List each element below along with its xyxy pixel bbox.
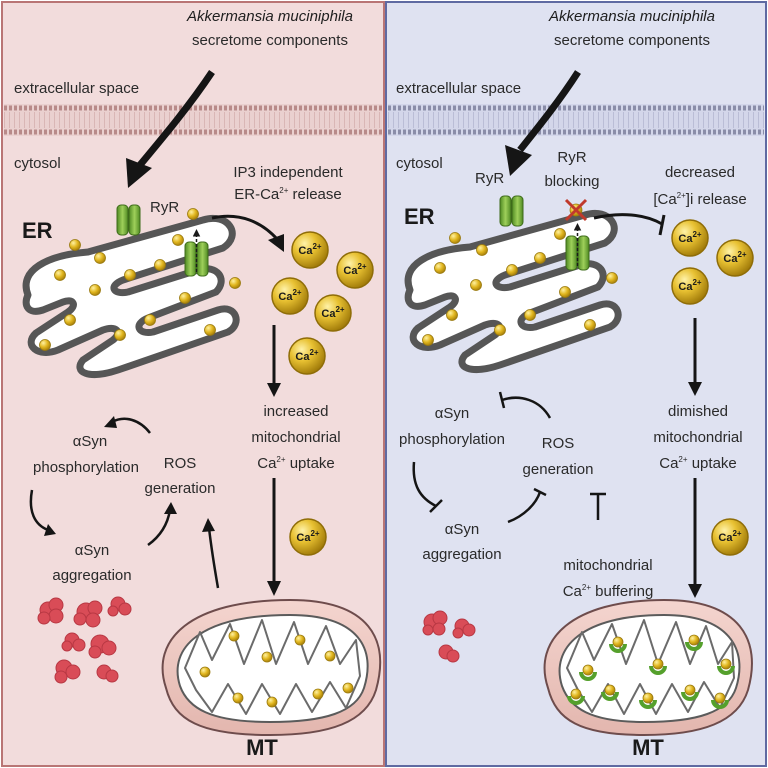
right-mt-label: MT: [632, 735, 664, 760]
right-ryr-label: RyR: [475, 170, 504, 187]
right-buffered-calcium: [567, 634, 735, 709]
svg-text:Ca2+: Ca2+: [278, 288, 302, 303]
left-ryr-label: RyR: [150, 199, 179, 216]
left-release-arrowhead: [268, 234, 284, 252]
left-source-arrowhead: [126, 158, 152, 188]
left-extracellular-label: extracellular space: [14, 80, 139, 97]
left-cell-membrane: [4, 104, 382, 136]
right-extracellular-label: extracellular space: [396, 80, 521, 97]
right-er-calcium: [422, 228, 618, 346]
left-cycle-arrows: [29, 417, 220, 589]
right-er-label: ER: [404, 204, 435, 229]
left-source-arrow: [137, 70, 215, 168]
right-dec-line2: [Ca2+]i release: [653, 191, 746, 208]
right-asyn-a-line1: αSyn: [445, 521, 480, 538]
calcium-ion: Ca2+: [711, 518, 749, 556]
right-ros-line2: generation: [523, 461, 594, 478]
right-asyn-a-line2: aggregation: [422, 546, 501, 563]
left-panel: Akkermansia muciniphila secretome compon…: [1, 1, 385, 767]
right-ryr-channel-2: [565, 223, 590, 271]
right-mito-line3: Ca2+ uptake: [659, 455, 737, 472]
right-asyn-p-line1: αSyn: [435, 405, 470, 422]
right-buffer-line1: mitochondrial: [563, 557, 652, 574]
calcium-ion: Ca2+: [716, 239, 754, 277]
left-er-label: ER: [22, 218, 53, 243]
calcium-ion: Ca2+: [289, 518, 327, 556]
right-mitochondrion: [543, 598, 753, 737]
left-cytosol-label: cytosol: [14, 155, 61, 172]
svg-text:Ca2+: Ca2+: [723, 250, 747, 265]
left-aggregates: [37, 596, 132, 684]
right-dec-line1: decreased: [665, 164, 735, 181]
right-ros-line1: ROS: [542, 435, 575, 452]
right-block-mark: [564, 198, 588, 222]
left-asyn-a-line1: αSyn: [75, 542, 110, 559]
svg-text:Ca2+: Ca2+: [296, 529, 320, 544]
right-aggregates: [422, 610, 476, 663]
right-mito-line2: mitochondrial: [653, 429, 742, 446]
right-source-line1: Akkermansia muciniphila: [548, 8, 715, 25]
svg-text:Ca2+: Ca2+: [343, 262, 367, 277]
left-mito-line1: increased: [263, 403, 328, 420]
svg-text:Ca2+: Ca2+: [298, 242, 322, 257]
calcium-ion: Ca2+: [671, 219, 709, 257]
svg-text:Ca2+: Ca2+: [678, 278, 702, 293]
left-ros-line1: ROS: [164, 455, 197, 472]
calcium-ion: Ca2+: [336, 251, 374, 289]
left-ca-cluster: Ca2+ Ca2+ Ca2+ Ca2+ Ca2+: [271, 231, 374, 375]
left-ryr-channel-2: [184, 229, 209, 277]
right-asyn-p-line2: phosphorylation: [399, 431, 505, 448]
right-inhibit-release: [593, 213, 663, 226]
right-ryr-channel-1: [499, 195, 524, 227]
left-ryr-channel-1: [116, 204, 141, 236]
svg-text:Ca2+: Ca2+: [321, 305, 345, 320]
calcium-ion: Ca2+: [671, 267, 709, 305]
right-block-line1: RyR: [557, 149, 586, 166]
calcium-ion: Ca2+: [314, 294, 352, 332]
calcium-ion: Ca2+: [288, 337, 326, 375]
left-mito-line2: mitochondrial: [251, 429, 340, 446]
right-source-line2: secretome components: [554, 32, 710, 49]
left-released-calcium: [187, 208, 199, 220]
left-er-calcium: [39, 234, 241, 351]
left-release-arrow: [211, 214, 280, 241]
right-source-arrow: [517, 70, 581, 153]
left-asyn-p-line2: phosphorylation: [33, 459, 139, 476]
right-ca-cluster: Ca2+ Ca2+ Ca2+: [671, 219, 754, 305]
left-asyn-p-line1: αSyn: [73, 433, 108, 450]
left-mt-label: MT: [246, 735, 278, 760]
svg-text:Ca2+: Ca2+: [718, 529, 742, 544]
left-ip3-line2: ER-Ca2+ release: [234, 186, 342, 203]
right-cytosol-label: cytosol: [396, 155, 443, 172]
right-mito-line1: dimished: [668, 403, 728, 420]
svg-text:Ca2+: Ca2+: [678, 230, 702, 245]
right-buffer-line2: Ca2+ buffering: [563, 583, 654, 600]
svg-text:Ca2+: Ca2+: [295, 348, 319, 363]
right-inhibit-arrows: [412, 396, 600, 524]
left-source-line2: secretome components: [192, 32, 348, 49]
left-source-line1: Akkermansia muciniphila: [186, 8, 353, 25]
right-cell-membrane: [388, 104, 764, 136]
calcium-ion: Ca2+: [271, 277, 309, 315]
right-source-arrowhead: [505, 145, 532, 176]
left-asyn-a-line2: aggregation: [52, 567, 131, 584]
right-panel: Akkermansia muciniphila secretome compon…: [385, 1, 767, 767]
left-ros-line2: generation: [145, 480, 216, 497]
calcium-ion: Ca2+: [291, 231, 329, 269]
left-mitochondrion: [161, 598, 382, 737]
right-block-line2: blocking: [544, 173, 599, 190]
left-mito-line3: Ca2+ uptake: [257, 455, 335, 472]
left-ip3-line1: IP3 independent: [233, 164, 343, 181]
